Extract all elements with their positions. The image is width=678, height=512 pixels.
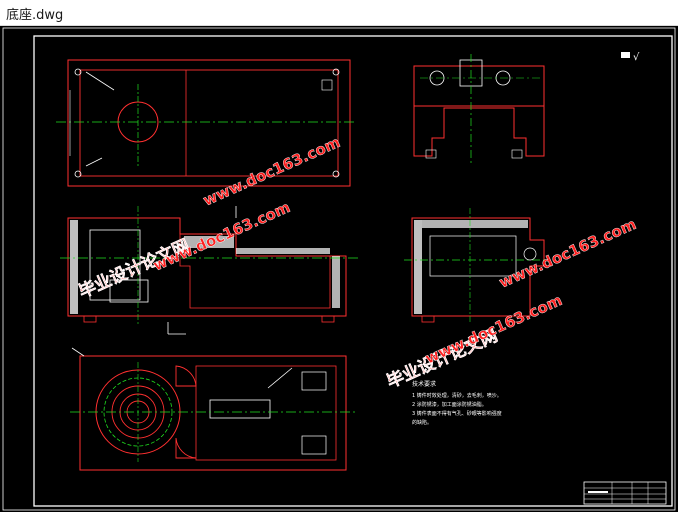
watermark-url: www.doc163.com — [422, 291, 565, 368]
watermark-url: www.doc163.com — [150, 198, 293, 275]
view-side-section[interactable] — [404, 208, 548, 323]
cad-canvas[interactable]: √ — [0, 26, 678, 512]
drawing-frame — [2, 27, 676, 511]
tech-req-item: 3 铸件表面不得有气孔、砂眼等影响强度 — [412, 410, 502, 417]
tech-req-title: 技术要求 — [412, 380, 436, 388]
cad-drawing[interactable]: √ — [0, 26, 678, 512]
view-side-elevation[interactable] — [413, 54, 545, 164]
tech-req-item: 2 涂防锈漆，加工面涂防锈油脂。 — [412, 401, 487, 408]
watermarks: www.doc163.com 毕业设计论文网 www.doc163.com ww… — [75, 133, 639, 393]
watermark-url: www.doc163.com — [200, 133, 343, 210]
view-front-section[interactable] — [60, 206, 360, 335]
watermark-cn: 毕业设计论文网 — [75, 235, 192, 303]
window-title: 底座.dwg — [6, 8, 64, 23]
tech-req-item: 的缺陷。 — [412, 419, 432, 426]
technical-requirements: 技术要求 1 铸件时效处理，清砂，去毛刺，喷沙。 2 涂防锈漆，加工面涂防锈油脂… — [412, 380, 502, 426]
view-bottom-plan[interactable] — [70, 347, 356, 471]
title-block — [583, 481, 667, 505]
window-titlebar: 底座.dwg — [0, 0, 678, 26]
roughness-check: √ — [633, 52, 640, 63]
view-top-plan[interactable] — [56, 59, 356, 187]
tech-req-item: 1 铸件时效处理，清砂，去毛刺，喷沙。 — [412, 392, 502, 399]
roughness-symbol: √ — [621, 52, 640, 63]
